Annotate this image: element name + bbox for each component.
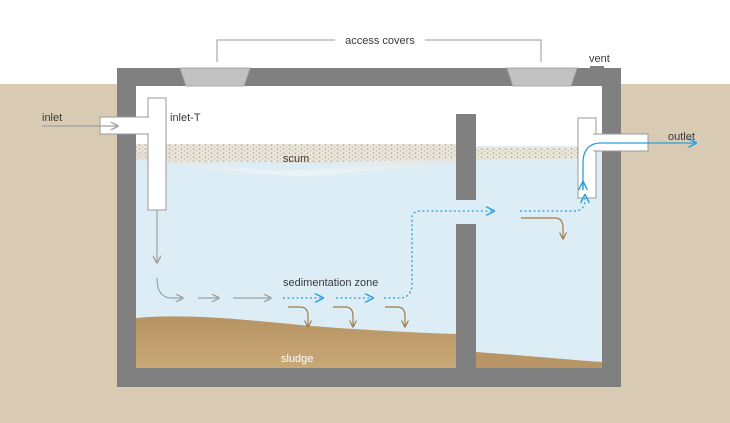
scum-layer-left xyxy=(136,144,456,163)
vent-label: vent xyxy=(589,53,610,65)
baffle-wall-lower xyxy=(456,224,476,374)
access-covers-leader-right xyxy=(425,39,542,62)
baffle-wall-upper xyxy=(456,114,476,200)
settling-arrow-2 xyxy=(333,306,353,326)
blue-flow-to-outlet xyxy=(520,196,585,212)
outlet-label: outlet xyxy=(668,131,695,143)
air-space xyxy=(136,86,602,146)
outlet-joint xyxy=(590,135,600,150)
sludge-layer-left xyxy=(136,316,456,368)
turn-arrow xyxy=(156,277,182,298)
vent-pipe xyxy=(590,66,604,86)
sludge-layer-right xyxy=(476,352,602,368)
settling-arrow-3 xyxy=(385,306,405,326)
scum-layer-right xyxy=(476,148,580,160)
scum-fade xyxy=(136,152,456,176)
access-covers-label: access covers xyxy=(345,35,415,47)
inlet-t-label: inlet-T xyxy=(170,112,201,124)
inlet-label: inlet xyxy=(42,112,62,124)
outlet-t-pipe xyxy=(577,117,597,199)
access-cover-right xyxy=(506,67,578,87)
scum-label: scum xyxy=(283,153,309,165)
inlet-joint xyxy=(140,118,156,133)
inlet-t-pipe xyxy=(147,97,167,211)
access-covers-leader-left xyxy=(216,39,335,62)
settling-arrow-1 xyxy=(288,306,308,326)
settling-arrow-4 xyxy=(521,217,563,238)
outlet-flow-arrow xyxy=(582,143,695,190)
sludge-label: sludge xyxy=(281,353,313,365)
sedimentation-zone-label: sedimentation zone xyxy=(283,277,378,289)
access-cover-left xyxy=(179,67,251,87)
